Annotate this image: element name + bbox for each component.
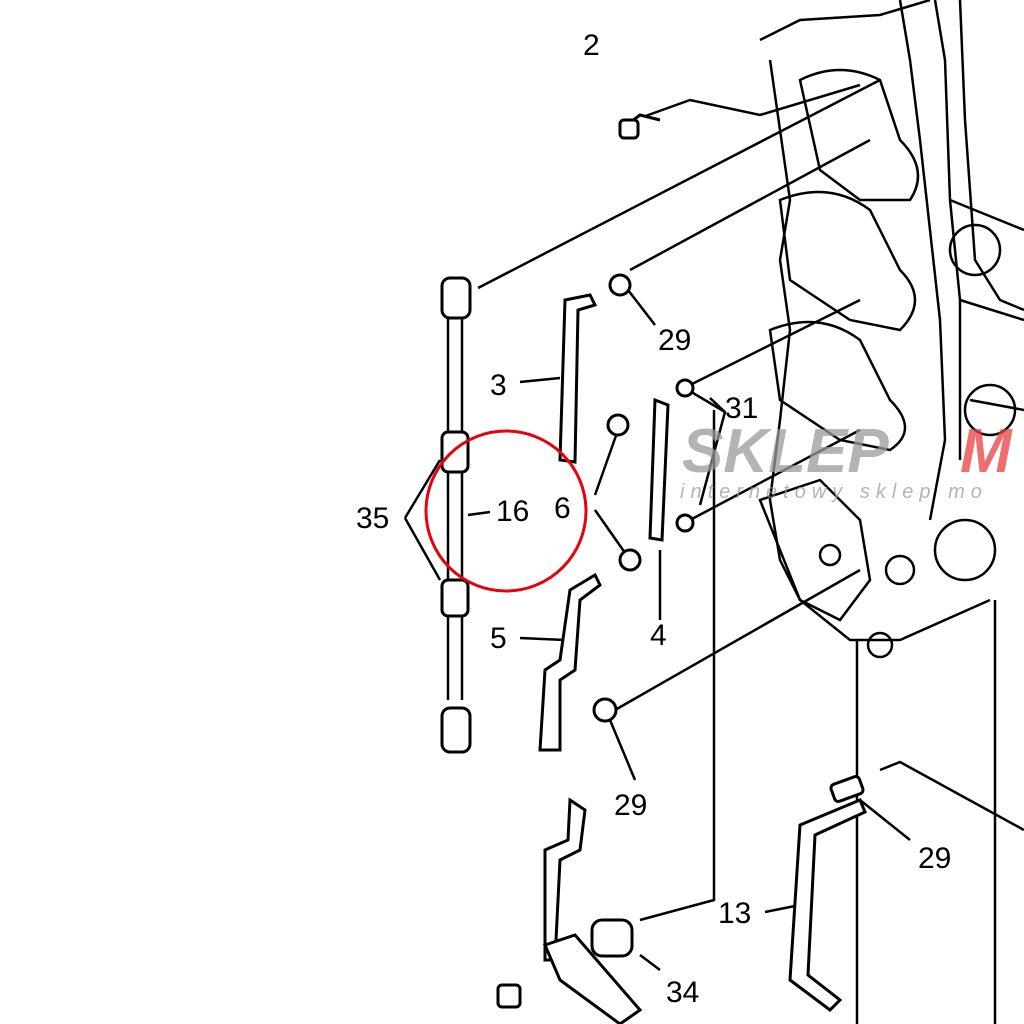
svg-text:internetowy sklep mo: internetowy sklep mo [680, 481, 988, 503]
leader-lines [403, 78, 1024, 971]
label-29: 29 [658, 324, 691, 357]
label-29: 29 [614, 789, 647, 822]
label-2: 2 [583, 29, 600, 62]
svg-text:M: M [960, 417, 1013, 486]
bolt-2 [618, 118, 640, 140]
rod-3 [558, 293, 598, 464]
engine-block [758, 0, 1024, 1024]
spring-34 [590, 918, 634, 958]
rod-13 [788, 798, 867, 1012]
rod-5 [538, 572, 602, 752]
label-34: 34 [666, 976, 699, 1009]
rod-end-bottom [440, 706, 472, 754]
label-13: 13 [718, 897, 751, 930]
link-4 [648, 397, 670, 542]
highlight-circle [424, 429, 588, 593]
label-6: 6 [554, 492, 571, 525]
label-31: 31 [725, 392, 758, 425]
label-16: 16 [496, 495, 529, 528]
label-5: 5 [490, 622, 507, 655]
part-labels: 2 29 3 31 35 16 6 5 4 29 29 13 34 [356, 29, 951, 1009]
rod-end-top [440, 276, 472, 320]
label-4: 4 [650, 619, 667, 652]
label-35: 35 [356, 502, 389, 535]
watermark: SKLEP M internetowy sklep mo [680, 417, 1013, 503]
lever [543, 797, 587, 962]
label-3: 3 [490, 369, 507, 402]
svg-text:SKLEP: SKLEP [682, 417, 889, 486]
label-29: 29 [918, 842, 951, 875]
parts [440, 113, 867, 1024]
